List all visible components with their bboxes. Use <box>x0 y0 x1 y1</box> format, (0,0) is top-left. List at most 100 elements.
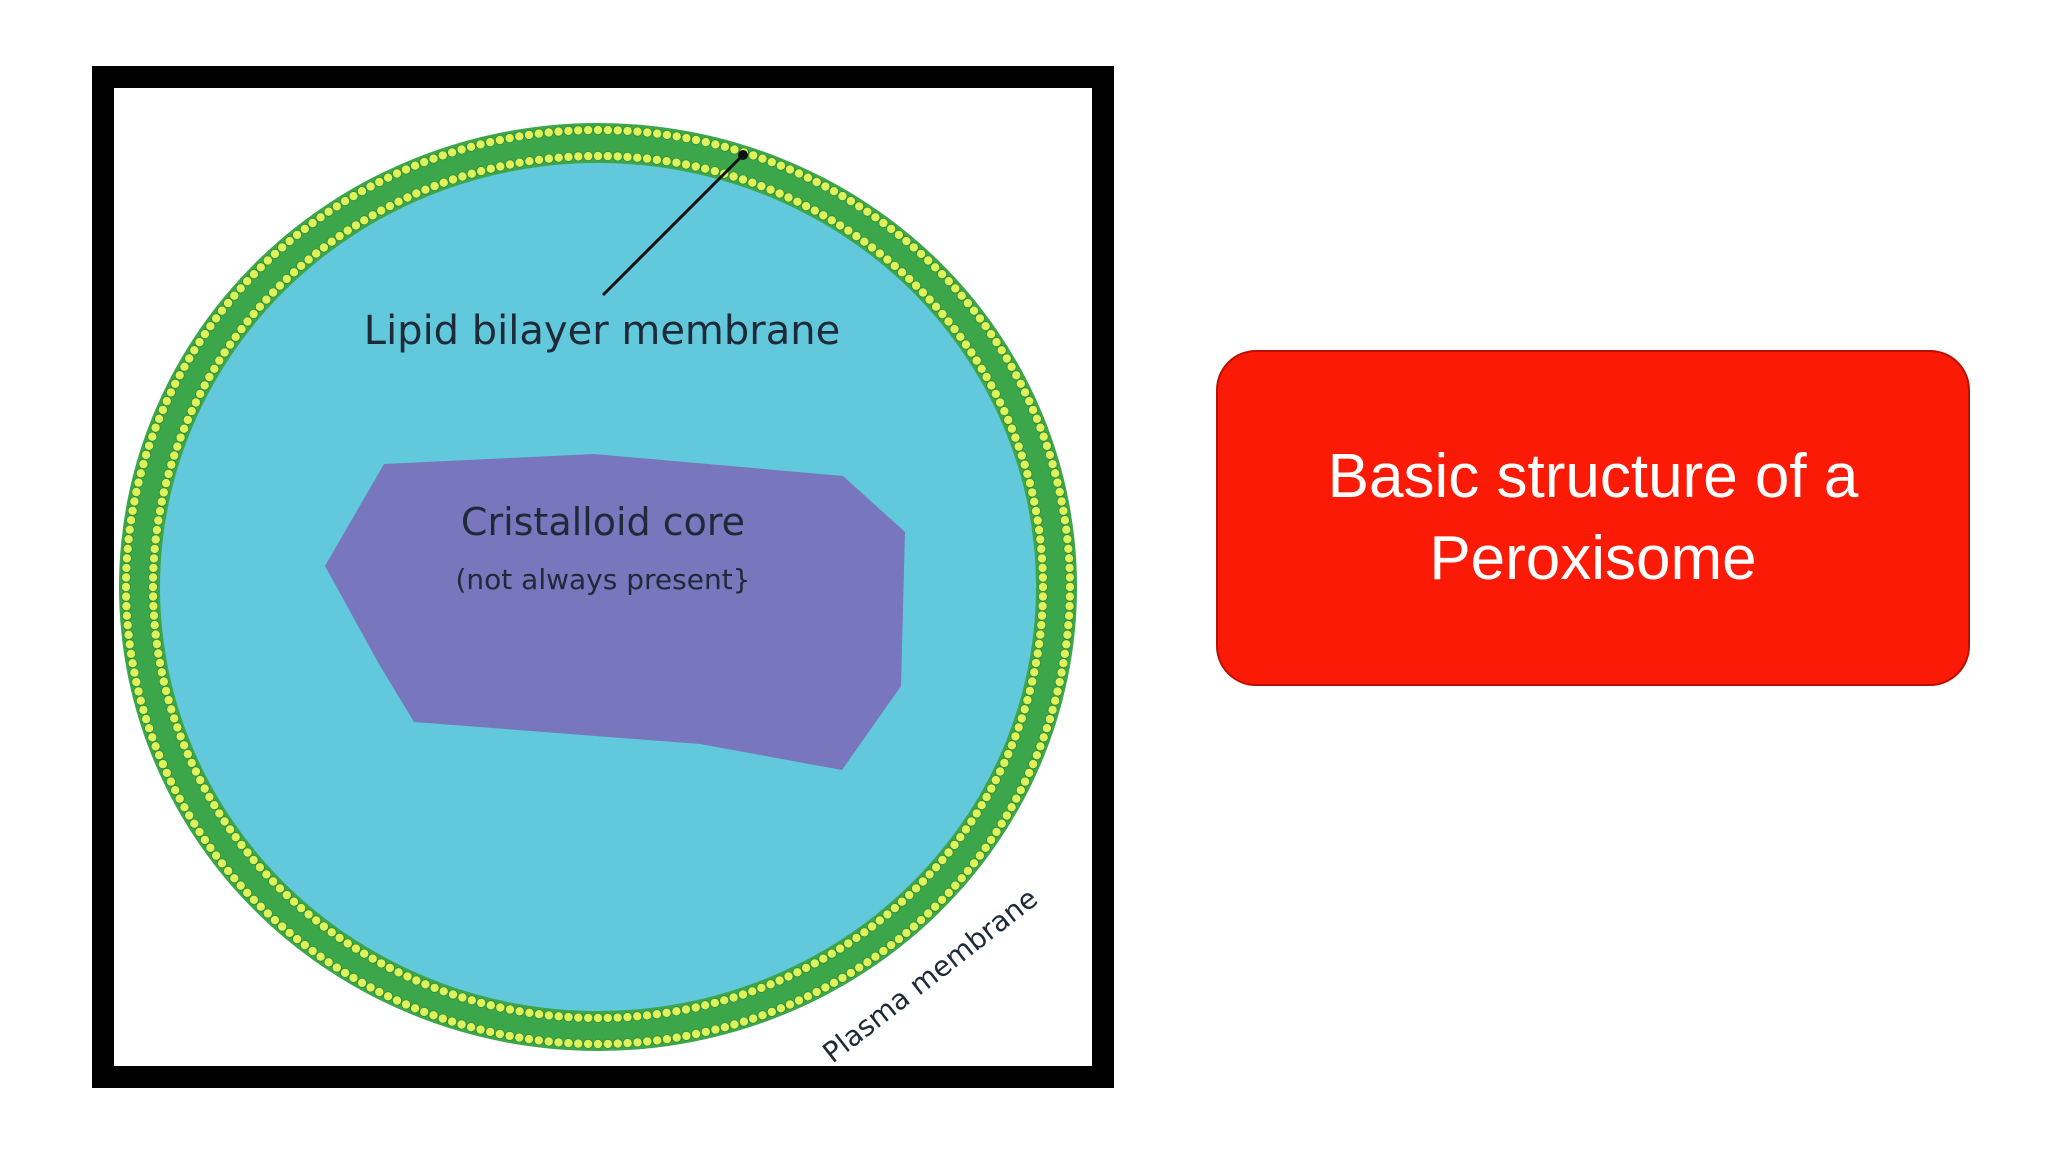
lipid-head <box>874 915 885 926</box>
lipid-head <box>209 800 220 811</box>
lipid-head <box>1006 802 1017 813</box>
lipid-head <box>383 991 394 1002</box>
lipid-head <box>671 1006 682 1017</box>
lipid-head <box>1044 449 1055 460</box>
lipid-head <box>996 818 1007 829</box>
lipid-head <box>121 610 132 621</box>
lipid-head <box>1032 515 1043 526</box>
lipid-heads-outer <box>121 125 1076 1050</box>
lipid-head <box>235 283 246 294</box>
lipid-head <box>709 166 720 177</box>
lipid-head <box>179 802 190 813</box>
lipid-head <box>172 441 183 452</box>
lipid-head <box>148 581 159 592</box>
lipid-head <box>1064 562 1075 573</box>
lipid-head <box>466 168 477 179</box>
lipid-head <box>534 1009 545 1020</box>
lipid-head <box>874 248 885 259</box>
lipid-head <box>376 958 387 969</box>
lipid-head <box>691 1029 702 1040</box>
lipid-head <box>999 406 1010 417</box>
lipid-head <box>991 337 1002 348</box>
lipid-head <box>157 759 168 770</box>
lipid-head <box>792 967 803 978</box>
lipid-head <box>281 273 292 284</box>
lipid-head <box>348 191 359 202</box>
lipid-head <box>602 1038 613 1049</box>
lipid-head <box>859 927 870 938</box>
lipid-head <box>632 1037 643 1048</box>
lipid-head <box>719 141 730 152</box>
lipid-head <box>916 915 927 926</box>
lipid-head <box>592 1013 603 1024</box>
lipid-head <box>182 749 193 760</box>
lipid-head <box>155 506 166 517</box>
lipid-head <box>122 543 133 554</box>
lipid-head <box>923 908 934 919</box>
lipid-head <box>121 601 132 612</box>
lipid-head <box>149 610 160 621</box>
lipid-head <box>837 972 848 983</box>
lipid-head <box>161 396 172 407</box>
lipid-head <box>150 422 161 433</box>
lipid-head <box>882 254 893 265</box>
lipid-head <box>1047 704 1058 715</box>
lipid-head <box>284 236 295 247</box>
lipid-head <box>612 1038 623 1049</box>
lipid-head <box>1027 487 1038 498</box>
lipid-head <box>121 581 131 592</box>
lipid-head <box>980 842 991 853</box>
lipid-head <box>456 144 467 155</box>
lipid-head <box>1064 553 1075 564</box>
lipid-head <box>154 413 165 424</box>
lipid-head <box>949 324 960 335</box>
lipid-head <box>937 269 948 280</box>
lipid-head <box>124 639 135 650</box>
lipid-head <box>792 196 803 207</box>
lipid-head <box>262 908 273 919</box>
lipid-head <box>809 958 820 969</box>
lipid-head <box>943 316 954 327</box>
lipid-head <box>236 839 247 850</box>
lipid-head <box>543 127 554 138</box>
lipid-head <box>1037 553 1048 564</box>
lipid-head <box>1010 731 1021 742</box>
lipid-head <box>563 1012 574 1023</box>
lipid-head <box>288 896 299 907</box>
lipid-head <box>802 172 813 183</box>
lipid-head <box>170 785 181 796</box>
lipid-head <box>661 156 672 167</box>
lipid-head <box>766 157 777 168</box>
lipid-head <box>785 999 796 1010</box>
lipid-head <box>393 196 404 207</box>
lipid-head <box>612 151 623 162</box>
lipid-head <box>402 971 413 982</box>
lipid-head <box>955 832 966 843</box>
lipid-head <box>974 850 985 861</box>
lipid-head <box>719 995 730 1006</box>
lipid-head <box>504 159 515 170</box>
lipid-head <box>991 826 1002 837</box>
lipid-head <box>514 1006 525 1017</box>
lipid-head <box>299 223 310 234</box>
lipid-head <box>153 648 164 659</box>
lipid-head <box>583 125 594 136</box>
lipid-head <box>350 220 361 231</box>
lipid-head <box>447 989 458 1000</box>
lipid-head <box>269 248 280 259</box>
lipid-head <box>632 1011 643 1022</box>
lipid-head <box>612 125 623 136</box>
lipid-head <box>504 1030 515 1041</box>
lipid-head <box>1035 629 1046 640</box>
lipid-head <box>592 151 603 162</box>
lipid-head <box>123 629 134 640</box>
lipid-head <box>155 657 166 668</box>
lipid-head <box>141 714 152 725</box>
lipid-head <box>254 862 265 873</box>
lipid-head <box>924 869 935 880</box>
lipid-head <box>326 236 337 247</box>
lipid-head <box>340 196 351 207</box>
lipid-head <box>980 321 991 332</box>
lipid-head <box>1044 714 1055 725</box>
